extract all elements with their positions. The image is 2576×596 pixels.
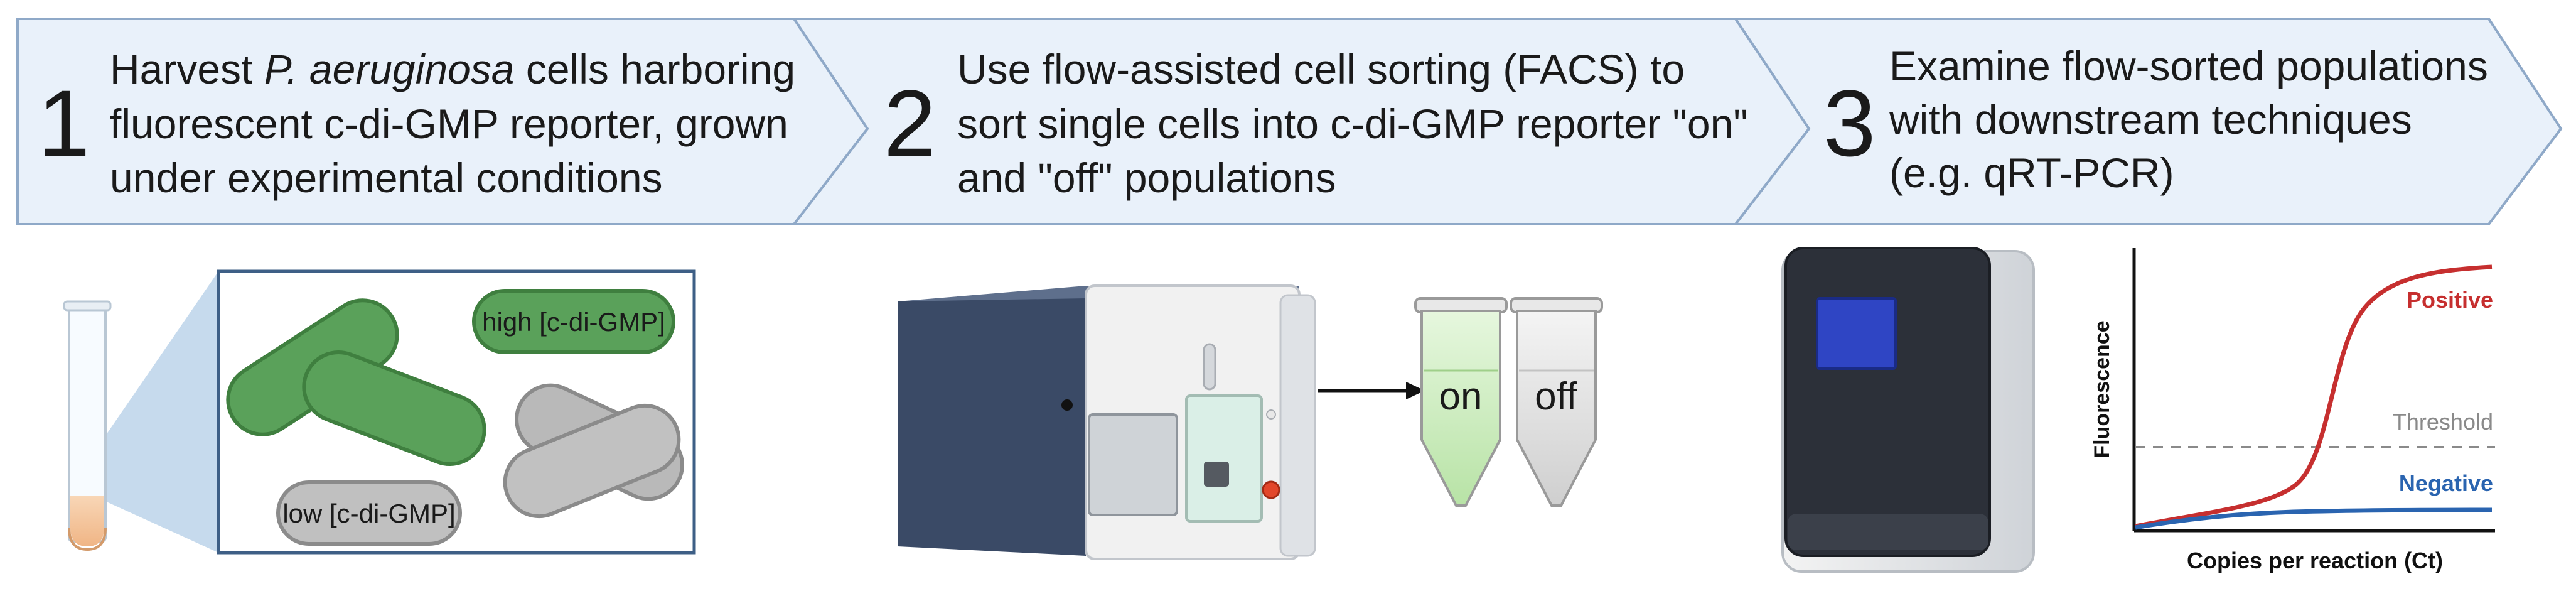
negative-series-label: Negative [2399,470,2493,496]
high-cdigmp-label: high [c-di-GMP] [482,307,665,337]
cell-zoom-panel: high [c-di-GMP] low [c-di-GMP] [217,269,696,555]
tube-on-label: on [1439,375,1483,418]
step-3-line-1: Examine flow-sorted populations [1889,43,2488,89]
green-cell-2 [302,350,486,467]
step-2-number: 2 [884,70,936,176]
step-3-line-3: (e.g. qRT-PCR) [1889,149,2174,196]
step-3-chevron [1732,18,2563,225]
zoom-wedge [94,271,218,553]
step-2-line-1: Use flow-assisted cell sorting (FACS) to [957,46,1685,92]
sorter-slot [1203,343,1216,391]
qpcr-front [1784,247,1991,557]
positive-series-label: Positive [2407,287,2493,313]
step-2-line-2: sort single cells into c-di-GMP reporter… [957,100,1748,147]
qpcr-chart: Positive Threshold Negative Fluorescence… [2090,248,2495,573]
tube-bottom [68,527,107,551]
sorter-button [1262,480,1280,499]
step-2-line-3: and "off" populations [957,154,1336,201]
x-axis-label: Copies per reaction (Ct) [2187,548,2443,573]
low-label-pill [276,480,462,546]
sorter-port [1061,399,1073,411]
step-1-line-1-post: cells harboring [515,46,796,92]
y-axis-label: Fluorescence [2090,320,2114,458]
step-1-line-3: under experimental conditions [110,154,663,201]
step-1-species: P. aeruginosa [264,46,515,92]
sorter-knob [1266,409,1276,420]
facs-sorter-illustration [898,284,1316,560]
gray-cell-2 [503,403,681,519]
qpcr-screen [1816,297,1897,370]
culture-tube-illustration [63,271,218,553]
sorter-nozzle [1204,462,1229,487]
positive-curve [2135,264,2493,529]
step-1-number: 1 [38,70,90,176]
tube-rim [63,300,112,312]
qpcr-machine-illustration [1781,247,2035,573]
tube-off: off [1510,297,1603,507]
tube-on: on [1414,297,1508,507]
low-cdigmp-label: low [c-di-GMP] [282,499,455,528]
step-1-line-1: Harvest P. aeruginosa cells harboring [110,46,795,92]
negative-curve [2135,507,2493,530]
step-banner [16,18,2563,225]
tube-off-label: off [1535,375,1578,418]
sorter-window [1185,394,1263,523]
high-label-pill [472,289,675,354]
tube-liquid [70,496,104,546]
sorter-side [1279,294,1316,557]
sort-arrow [1318,382,1425,399]
step-3-line-2: with downstream techniques [1889,96,2412,143]
qpcr-base [1788,514,1988,550]
step-1-line-2: fluorescent c-di-GMP reporter, grown [110,100,788,147]
threshold-label: Threshold [2393,409,2493,435]
step-1-line-1-pre: Harvest [110,46,264,92]
step-3-number: 3 [1823,70,1876,176]
sorter-chamber [1088,413,1178,516]
sorter-left-panel [898,298,1086,556]
